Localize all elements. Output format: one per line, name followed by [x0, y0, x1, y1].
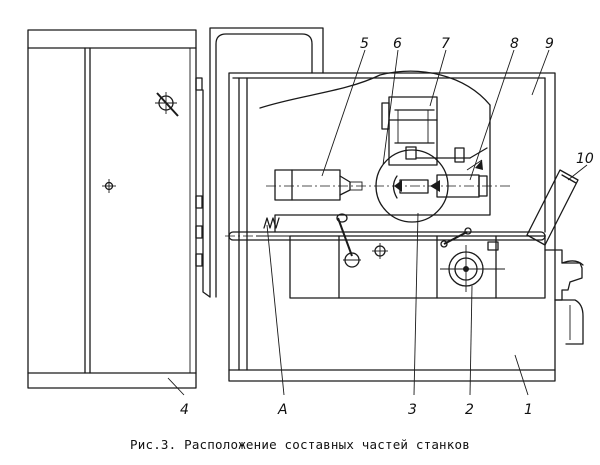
hydraulic-tank [202, 27, 324, 298]
cabinet-button-icon [102, 179, 116, 193]
callout-8: 8 [510, 36, 519, 52]
grinding-head [375, 96, 488, 223]
callout-2: 2 [465, 402, 474, 418]
callout-labels: 5 6 7 8 9 10 4 A 3 2 1 [180, 36, 594, 418]
callout-10: 10 [576, 151, 594, 167]
callout-A: A [277, 402, 288, 418]
callout-1: 1 [524, 402, 533, 418]
machine-layout-drawing: 5 6 7 8 9 10 4 A 3 2 1 [27, 27, 594, 418]
electrical-cabinet [27, 29, 203, 389]
controls [256, 213, 505, 292]
callout-3: 3 [408, 402, 417, 418]
machine-bed [228, 72, 584, 382]
figure-caption: Рис.3. Расположение составных частей ста… [130, 437, 470, 452]
callout-4: 4 [180, 402, 189, 418]
cabinet-lock-icon [155, 92, 179, 117]
work-table [225, 231, 548, 241]
headstock [266, 169, 512, 201]
leader-lines [167, 49, 588, 396]
callout-9: 9 [545, 36, 554, 52]
callout-7: 7 [441, 36, 450, 52]
callout-5: 5 [360, 36, 369, 52]
callout-6: 6 [393, 36, 402, 52]
handwheel-icon [440, 227, 505, 292]
coolant-nozzle [526, 169, 579, 246]
